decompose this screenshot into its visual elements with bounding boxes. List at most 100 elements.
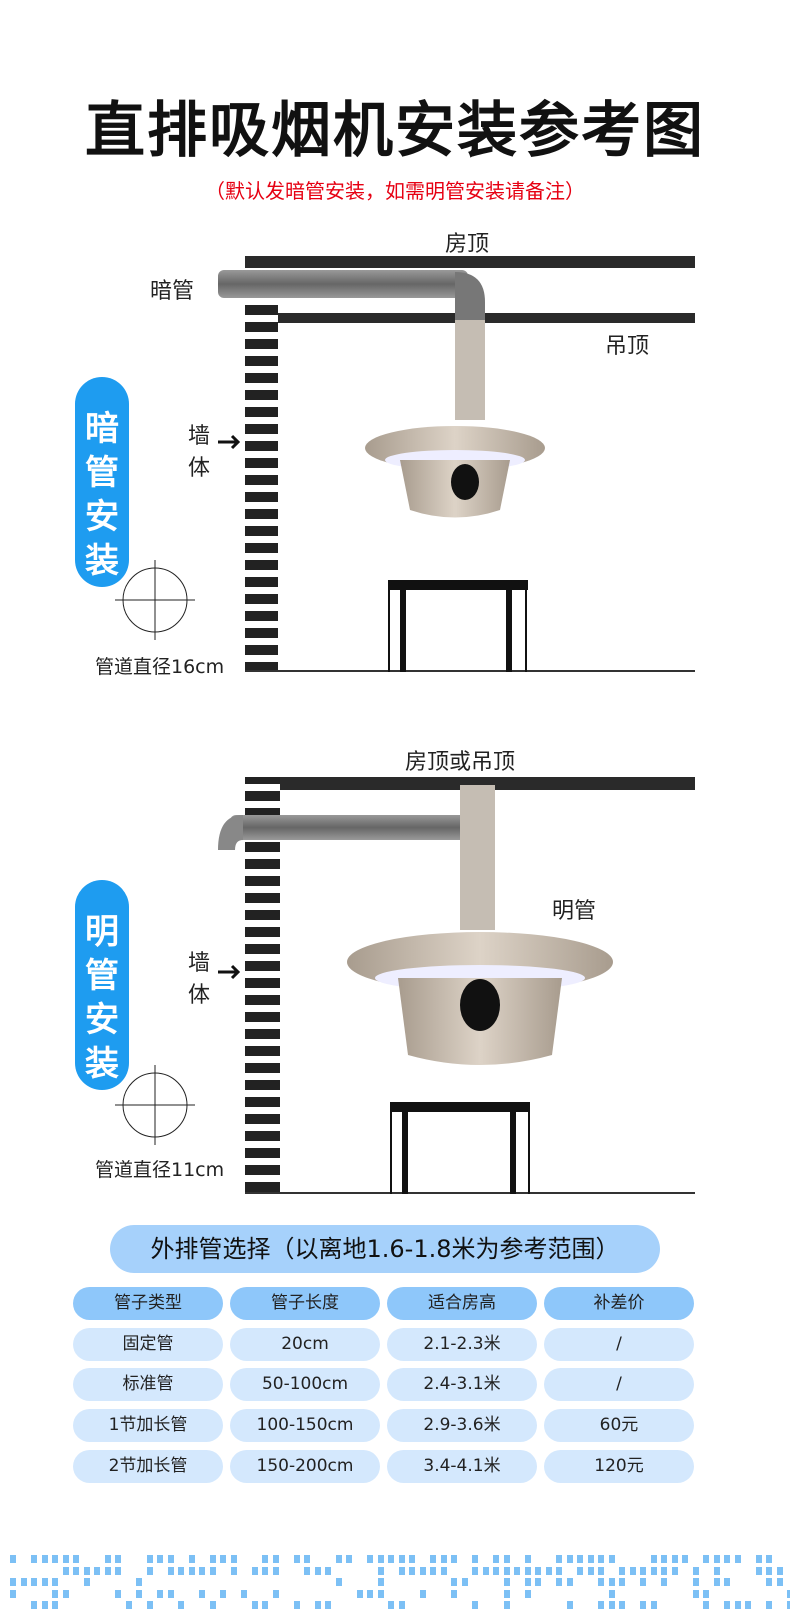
decor-square bbox=[230, 1555, 237, 1563]
decor-square bbox=[325, 1566, 331, 1575]
decor-square bbox=[503, 1578, 510, 1586]
decor-square bbox=[787, 1601, 790, 1609]
decor-square bbox=[535, 1578, 541, 1586]
decor-square bbox=[556, 1566, 562, 1575]
decor-square bbox=[293, 1601, 300, 1609]
decor-square bbox=[503, 1555, 510, 1563]
decor-square bbox=[272, 1555, 279, 1563]
decor-square bbox=[629, 1566, 636, 1575]
decor-square bbox=[115, 1566, 121, 1575]
table-cell: 3.4-4.1米 bbox=[387, 1450, 537, 1483]
decor-square bbox=[524, 1555, 531, 1563]
decor-square bbox=[83, 1566, 90, 1575]
decor-square bbox=[367, 1589, 373, 1598]
decor-square bbox=[209, 1601, 216, 1609]
decor-square bbox=[146, 1601, 153, 1609]
decor-square bbox=[556, 1578, 562, 1586]
decor-square bbox=[514, 1566, 520, 1575]
decor-square bbox=[703, 1601, 709, 1609]
floor-line bbox=[245, 1192, 695, 1194]
control-panel bbox=[451, 464, 479, 500]
decor-square bbox=[10, 1578, 16, 1586]
decor-square bbox=[388, 1555, 394, 1563]
concealed-pipe-label: 暗管 bbox=[150, 279, 195, 304]
decor-square bbox=[104, 1566, 111, 1575]
decor-square bbox=[31, 1578, 37, 1586]
decor-square bbox=[230, 1566, 237, 1575]
pixel-pattern-decoration bbox=[0, 1555, 790, 1611]
wall bbox=[245, 777, 280, 1193]
roof-slab bbox=[245, 777, 695, 790]
decor-square bbox=[62, 1566, 69, 1575]
decor-square bbox=[262, 1566, 268, 1575]
decor-square bbox=[608, 1555, 615, 1563]
table-cell: 2.1-2.3米 bbox=[387, 1328, 537, 1361]
decor-square bbox=[503, 1566, 510, 1575]
decor-square bbox=[377, 1555, 384, 1563]
decor-square bbox=[566, 1601, 573, 1609]
decor-square bbox=[640, 1578, 646, 1586]
decor-square bbox=[598, 1578, 604, 1586]
decor-square bbox=[125, 1601, 132, 1609]
table bbox=[390, 1102, 530, 1112]
decor-square bbox=[566, 1578, 573, 1586]
decor-square bbox=[661, 1578, 667, 1586]
chimney-column bbox=[460, 785, 495, 930]
table-cell: / bbox=[544, 1328, 694, 1361]
exposed-install-badge: 明管安装 bbox=[75, 880, 129, 1090]
decor-square bbox=[188, 1566, 195, 1575]
decor-square bbox=[178, 1566, 184, 1575]
decor-square bbox=[31, 1555, 37, 1563]
decor-square bbox=[661, 1566, 667, 1575]
table-cell: 50-100cm bbox=[230, 1368, 380, 1401]
decor-square bbox=[251, 1566, 258, 1575]
decor-square bbox=[482, 1566, 489, 1575]
wall-label: 体 bbox=[188, 456, 211, 481]
pipe-table-title: 外排管选择（以离地1.6-1.8米为参考范围） bbox=[110, 1225, 660, 1273]
decor-square bbox=[167, 1566, 174, 1575]
decor-square bbox=[640, 1566, 646, 1575]
decor-square bbox=[608, 1578, 615, 1586]
decor-square bbox=[440, 1566, 447, 1575]
decor-square bbox=[377, 1566, 384, 1575]
decor-square bbox=[503, 1601, 510, 1609]
table bbox=[388, 580, 528, 590]
decor-square bbox=[115, 1555, 121, 1563]
decor-square bbox=[146, 1566, 153, 1575]
table-cell: 100-150cm bbox=[230, 1409, 380, 1442]
header-cell: 补差价 bbox=[544, 1287, 694, 1320]
decor-square bbox=[524, 1578, 531, 1586]
decor-square bbox=[367, 1555, 373, 1563]
wall-label: 墙 bbox=[188, 424, 211, 449]
decor-square bbox=[73, 1555, 79, 1563]
decor-square bbox=[136, 1578, 142, 1586]
decor-square bbox=[713, 1566, 720, 1575]
decor-square bbox=[314, 1601, 321, 1609]
decor-square bbox=[146, 1555, 153, 1563]
table-cell: 120元 bbox=[544, 1450, 694, 1483]
table-cell: 固定管 bbox=[73, 1328, 223, 1361]
decor-square bbox=[272, 1566, 279, 1575]
decor-square bbox=[776, 1566, 783, 1575]
decor-square bbox=[671, 1566, 678, 1575]
decor-square bbox=[62, 1589, 69, 1598]
decor-square bbox=[104, 1555, 111, 1563]
decor-square bbox=[598, 1555, 604, 1563]
header-cell: 适合房高 bbox=[387, 1287, 537, 1320]
roof-or-ceiling-label: 房顶或吊顶 bbox=[405, 750, 516, 775]
decor-square bbox=[472, 1566, 478, 1575]
decor-square bbox=[398, 1555, 405, 1563]
decor-square bbox=[94, 1566, 100, 1575]
page-title: 直排吸烟机安装参考图 bbox=[85, 96, 705, 166]
decor-square bbox=[451, 1555, 457, 1563]
decor-square bbox=[10, 1589, 16, 1598]
decor-square bbox=[640, 1601, 646, 1609]
table-cell: 标准管 bbox=[73, 1368, 223, 1401]
decor-square bbox=[325, 1601, 331, 1609]
decor-square bbox=[766, 1555, 772, 1563]
table-cell: 60元 bbox=[544, 1409, 694, 1442]
decor-square bbox=[766, 1566, 772, 1575]
decor-square bbox=[398, 1601, 405, 1609]
decor-square bbox=[157, 1555, 163, 1563]
decor-square bbox=[776, 1578, 783, 1586]
